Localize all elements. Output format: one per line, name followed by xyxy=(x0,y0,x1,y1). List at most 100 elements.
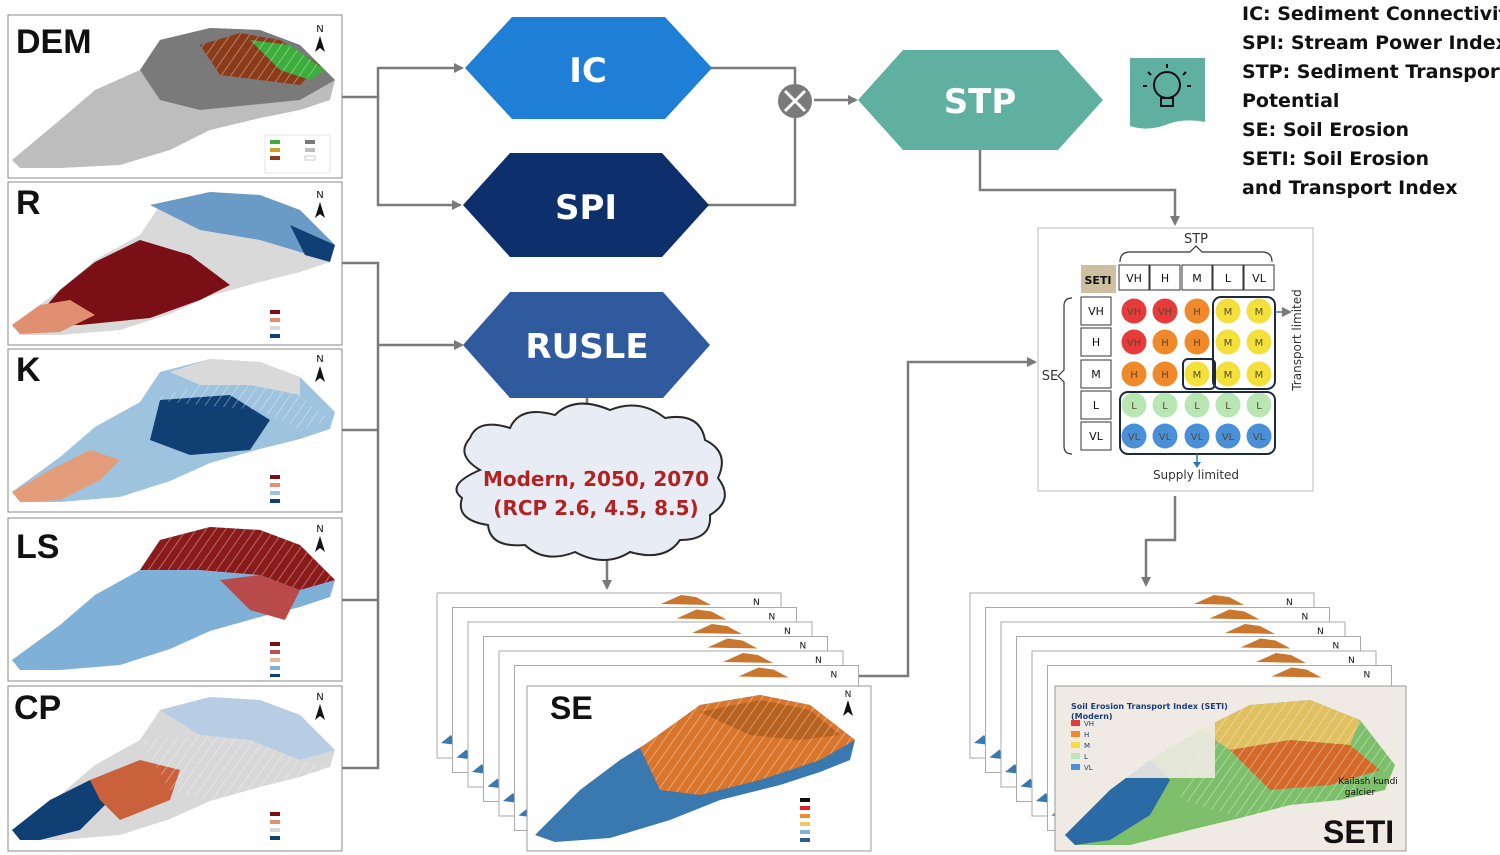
matrix-cell xyxy=(1152,423,1178,449)
matrix-cell xyxy=(1152,361,1178,387)
matrix-column-label: VH xyxy=(1126,272,1142,285)
matrix-cell xyxy=(1215,361,1241,387)
north-label: N xyxy=(316,354,323,365)
matrix-cell xyxy=(1152,329,1178,355)
panel-label-cp: CP xyxy=(14,689,61,727)
matrix-cell xyxy=(1246,298,1272,324)
node-ic: IC xyxy=(465,17,712,119)
legend-line: SE: Soil Erosion xyxy=(1242,119,1410,141)
seti-legend-item: H xyxy=(1084,731,1089,739)
legend-line: Potential xyxy=(1242,90,1340,112)
north-label: N xyxy=(1317,627,1324,637)
matrix-right-label: Transport limited xyxy=(1290,289,1304,392)
seti-legend-item: VL xyxy=(1084,764,1093,772)
matrix-cell xyxy=(1184,423,1210,449)
node-spi: SPI xyxy=(463,153,709,257)
north-label: N xyxy=(1348,656,1355,666)
panel-cp: CP N xyxy=(7,685,343,852)
matrix-cell xyxy=(1121,423,1147,449)
north-label: N xyxy=(800,642,807,652)
matrix-row-label: L xyxy=(1093,399,1100,412)
matrix-cell-label: L xyxy=(1162,401,1168,412)
node-stp-label: STP xyxy=(944,82,1017,122)
seti-legend-item: L xyxy=(1084,753,1088,761)
matrix-row-label: M xyxy=(1091,368,1101,381)
node-rusle: RUSLE xyxy=(463,292,710,398)
scenario-line1: Modern, 2050, 2070 xyxy=(483,467,709,491)
north-arrow-icon xyxy=(315,536,325,552)
glacier-label: Kailash kundi xyxy=(1338,777,1398,787)
panel-label-r: R xyxy=(16,184,41,222)
matrix-cell xyxy=(1152,392,1178,418)
matrix-cell xyxy=(1184,298,1210,324)
matrix-cell-label: L xyxy=(1256,401,1262,412)
matrix-row-header xyxy=(1080,296,1112,326)
seti-legend-swatch xyxy=(1071,753,1080,759)
node-rusle-label: RUSLE xyxy=(525,327,648,367)
panel-ls: LS N xyxy=(7,517,343,682)
seti-map-label: SETI xyxy=(1323,814,1394,850)
panel-label-dem: DEM xyxy=(16,23,92,61)
matrix-cell-label: VH xyxy=(1158,307,1172,318)
lightbulb-icon xyxy=(1130,58,1205,129)
matrix-cell-label: H xyxy=(1193,338,1201,349)
node-ic-label: IC xyxy=(569,51,607,91)
matrix-column-label: VL xyxy=(1252,272,1267,285)
matrix-cell-label: L xyxy=(1131,401,1137,412)
matrix-cell-label: M xyxy=(1255,307,1264,318)
seti-legend-item: M xyxy=(1084,742,1090,750)
matrix-cell xyxy=(1184,329,1210,355)
glacier-label-2: galcier xyxy=(1345,788,1376,798)
scenario-line2: (RCP 2.6, 4.5, 8.5) xyxy=(493,496,698,520)
matrix-cell-label: VL xyxy=(1253,432,1266,443)
abbreviation-legend: IC: Sediment Connectivity SPI: Stream Po… xyxy=(1242,0,1500,203)
matrix-cell xyxy=(1184,361,1210,387)
seti-legend-swatch xyxy=(1071,731,1080,737)
legend-line: IC: Sediment Connectivity xyxy=(1242,3,1500,25)
matrix-cell-label: M xyxy=(1224,338,1233,349)
matrix-cell-label: M xyxy=(1224,370,1233,381)
se-map-label: SE xyxy=(550,690,593,726)
panel-label-ls: LS xyxy=(16,528,59,566)
seti-legend-item: VH xyxy=(1084,720,1094,728)
multiply-icon xyxy=(778,84,812,118)
seti-legend-swatch xyxy=(1071,742,1080,748)
matrix-row-header xyxy=(1080,359,1112,389)
matrix-cell-label: M xyxy=(1224,307,1233,318)
north-label: N xyxy=(784,627,791,637)
matrix-row-header xyxy=(1080,327,1112,357)
matrix-cell-label: H xyxy=(1161,370,1169,381)
legend-line: SPI: Stream Power Index xyxy=(1242,32,1500,54)
matrix-cell xyxy=(1215,392,1241,418)
matrix-column-header xyxy=(1181,264,1213,291)
matrix-column-header xyxy=(1118,264,1150,291)
legend-line: STP: Sediment Transport xyxy=(1242,61,1500,83)
matrix-cell-label: VL xyxy=(1159,432,1172,443)
north-arrow-icon xyxy=(843,700,853,716)
north-arrow-icon xyxy=(315,366,325,382)
connectors-left xyxy=(342,63,1180,770)
matrix-bottom-label: Supply limited xyxy=(1153,468,1239,482)
legend-line: SETI: Soil Erosion xyxy=(1242,148,1430,170)
north-arrow-icon xyxy=(315,704,325,720)
matrix-cell xyxy=(1215,423,1241,449)
north-arrow-icon xyxy=(315,36,325,52)
matrix-cell-label: H xyxy=(1193,307,1201,318)
north-label: N xyxy=(1364,671,1371,681)
matrix-corner xyxy=(1081,265,1116,293)
matrix-cell xyxy=(1246,423,1272,449)
matrix-cell-label: H xyxy=(1161,338,1169,349)
matrix-top-label: STP xyxy=(1184,232,1208,247)
north-arrow-icon xyxy=(315,202,325,218)
matrix-column-header xyxy=(1243,264,1275,291)
matrix-cell-label: VL xyxy=(1191,432,1204,443)
matrix-row-header xyxy=(1080,421,1112,451)
matrix-cell xyxy=(1215,298,1241,324)
north-label: N xyxy=(769,613,776,623)
matrix-cell-label: M xyxy=(1193,370,1202,381)
matrix-column-label: L xyxy=(1225,272,1232,285)
north-label: N xyxy=(1302,613,1309,623)
